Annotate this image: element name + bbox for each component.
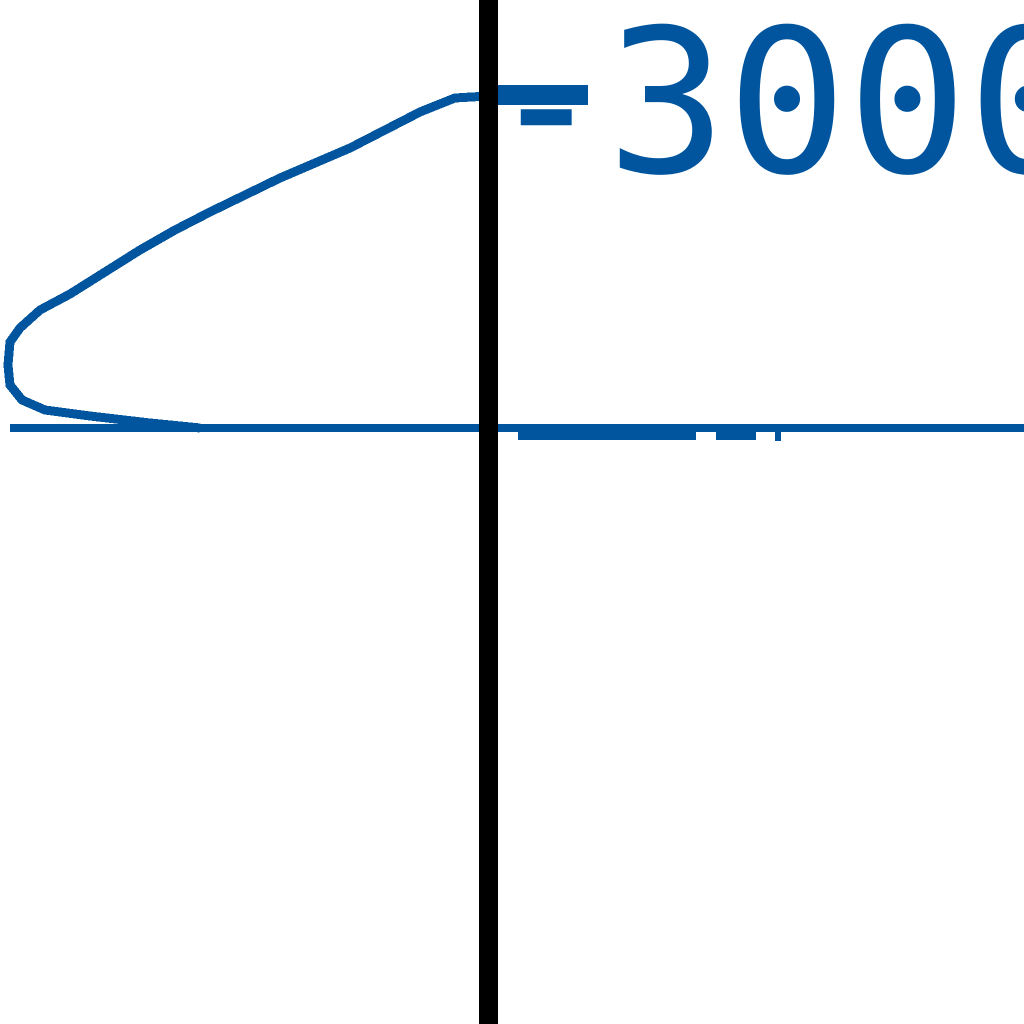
lobe-curve: [3, 91, 489, 433]
vertical-axis: [479, 0, 498, 1024]
tick-label-minus-3000: -3000: [486, 0, 1024, 220]
